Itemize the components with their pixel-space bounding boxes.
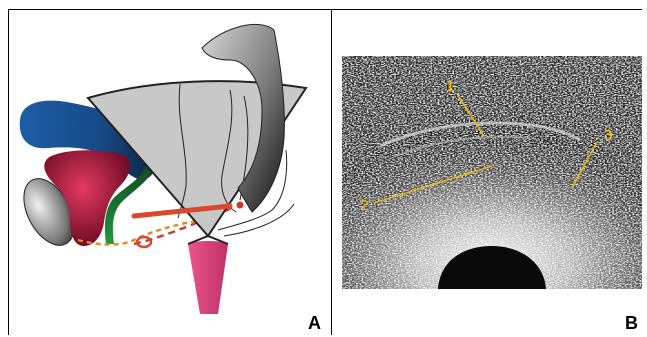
panel-label-b: B (625, 313, 638, 334)
ultrasound-image (342, 56, 642, 289)
annotation-label-2: 2 (360, 197, 368, 214)
endocavitary-probe (188, 241, 228, 314)
pelvic-anatomy-diagram (14, 24, 306, 314)
annotation-label-1: 1 (446, 78, 454, 95)
panel-label-a: A (308, 313, 321, 334)
annotation-label-3: 3 (604, 127, 612, 144)
lesion-dot (237, 202, 244, 209)
